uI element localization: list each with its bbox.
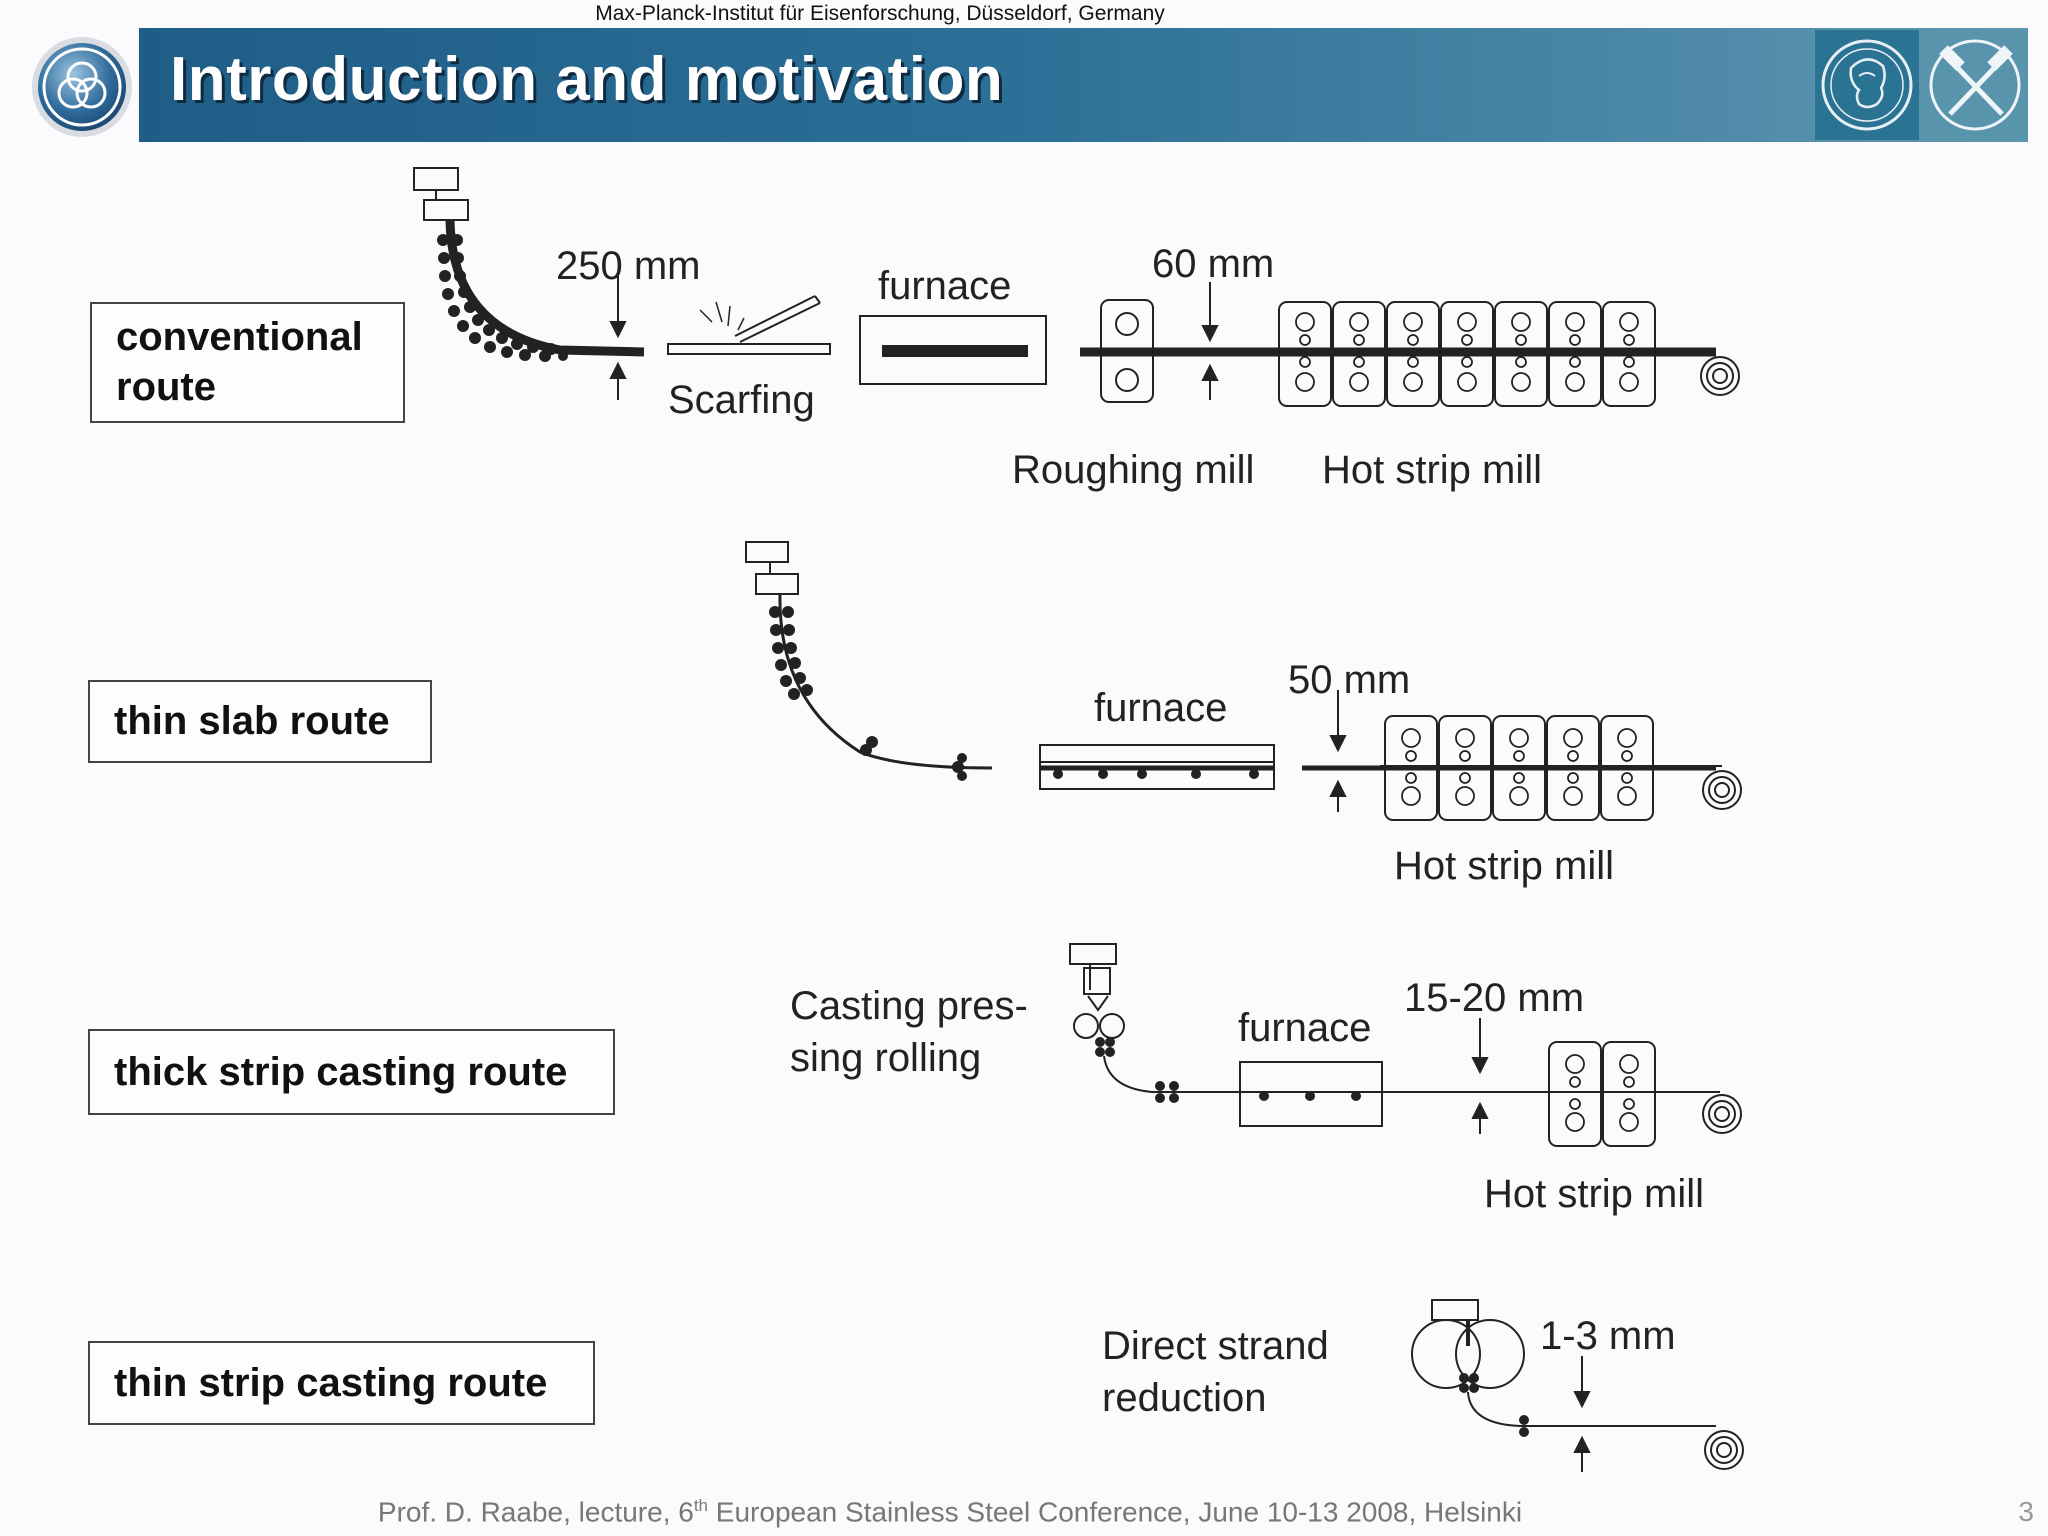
casting-roll-right: [1455, 1319, 1525, 1389]
thin-slab-thickness: 50 mm: [1288, 658, 1411, 702]
thin-slab-furnace-label: furnace: [1094, 686, 1228, 730]
thick-strip-hot-strip-mill-label: Hot strip mill: [1484, 1172, 1705, 1216]
thin-slab-hot-strip-mill: [1384, 715, 1654, 821]
conventional-tundish: [413, 167, 459, 191]
conventional-thickness: 250 mm: [556, 244, 701, 288]
thin-slab-coiler: [1702, 770, 1742, 810]
thick-strip-furnace: [1239, 1061, 1383, 1127]
route-label-thick-strip: thick strip casting route: [114, 1050, 568, 1094]
route-label-thin-slab: thin slab route: [114, 699, 390, 743]
thick-strip-route-drawing: [1069, 943, 1742, 1147]
thick-strip-hot-strip-mill: [1548, 1041, 1656, 1147]
thick-strip-process-label: Casting pres- sing rolling: [790, 980, 1028, 1084]
route-box-thin-strip: thin strip casting route: [88, 1341, 595, 1425]
scarfing-slab: [667, 343, 831, 355]
thin-strip-process-line1: Direct strand: [1102, 1324, 1329, 1368]
thin-slab-hot-strip-mill-label: Hot strip mill: [1394, 844, 1615, 888]
footer-citation: Prof. D. Raabe, lecture, 6th European St…: [0, 1496, 1900, 1528]
thick-strip-process-line2: sing rolling: [790, 1036, 982, 1080]
minerva-head-logo-icon: [1815, 30, 1919, 140]
title-bar: [139, 28, 2028, 142]
footer-sup: th: [693, 1496, 709, 1515]
roughing-mill-label: Roughing mill: [1012, 448, 1255, 492]
conventional-mould: [423, 199, 469, 221]
thick-strip-furnace-label: furnace: [1238, 1006, 1372, 1050]
footer-suffix: European Stainless Steel Conference, Jun…: [708, 1496, 1523, 1528]
conventional-rough-thickness: 60 mm: [1152, 242, 1275, 286]
route-box-thick-strip: thick strip casting route: [88, 1029, 615, 1115]
conventional-hot-strip-mill-label: Hot strip mill: [1322, 448, 1543, 492]
thick-strip-coiler: [1702, 1094, 1742, 1134]
thin-strip-thickness: 1-3 mm: [1540, 1314, 1676, 1358]
casting-roll-left: [1411, 1319, 1481, 1389]
thick-strip-thickness: 15-20 mm: [1404, 976, 1585, 1020]
institute-name: Max-Planck-Institut für Eisenforschung, …: [595, 2, 1165, 25]
thyssenkrupp-rings-logo-icon: [32, 37, 132, 137]
thin-strip-process-label: Direct strand reduction: [1102, 1320, 1329, 1424]
scarfing-label: Scarfing: [668, 378, 815, 422]
conventional-furnace-label: furnace: [878, 264, 1012, 308]
route-label-thin-strip: thin strip casting route: [114, 1361, 548, 1405]
thick-strip-process-line1: Casting pres-: [790, 984, 1028, 1028]
thin-strip-coiler: [1704, 1430, 1744, 1470]
thin-strip-process-line2: reduction: [1102, 1376, 1267, 1420]
conventional-hot-strip-mill: [1278, 301, 1656, 407]
slide-title: Introduction and motivation: [170, 45, 1004, 114]
conventional-route-drawing: [413, 167, 1740, 407]
route-label-conventional-line2: route: [116, 365, 216, 409]
route-label-conventional-line1: conventional: [116, 315, 363, 359]
thin-strip-route-drawing: [1411, 1299, 1744, 1472]
conventional-coiler: [1700, 356, 1740, 396]
route-box-thin-slab: thin slab route: [88, 680, 432, 763]
footer-prefix: Prof. D. Raabe, lecture, 6: [377, 1496, 694, 1528]
conventional-rolls: [437, 234, 568, 362]
route-box-conventional: conventional route: [90, 302, 405, 423]
conventional-furnace: [859, 315, 1047, 385]
crossed-hammers-logo-icon: [1922, 30, 2028, 140]
thin-slab-route-drawing: [745, 541, 1742, 821]
roughing-mill-stand: [1100, 299, 1154, 403]
page-number: 3: [2018, 1496, 2034, 1527]
